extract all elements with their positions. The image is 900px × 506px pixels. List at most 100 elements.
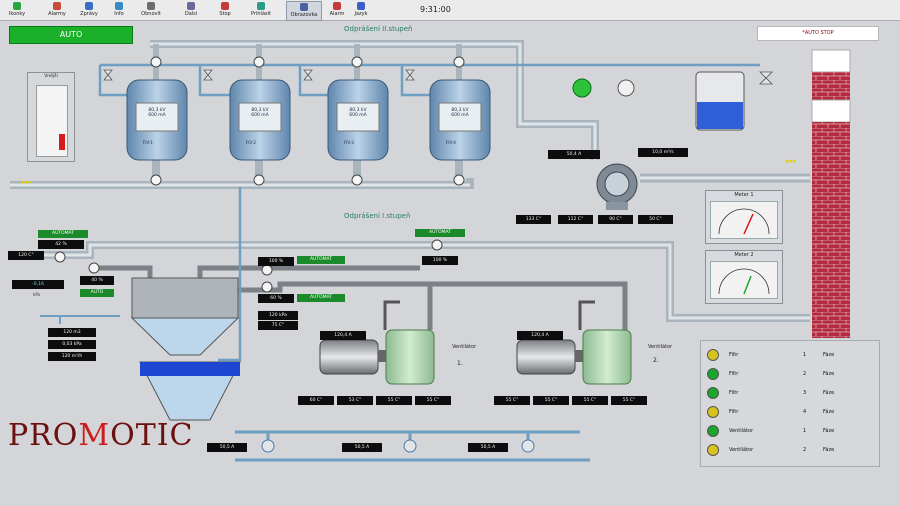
left-kpa-unit: kPa [33,292,40,297]
m2-temp-4: 55 C° [611,396,647,405]
valve-icon[interactable] [150,56,162,68]
motor-1[interactable] [319,339,386,375]
automat-2[interactable]: AUTOMAT [415,229,465,237]
toolbar-button-9[interactable]: Alarm [322,1,352,19]
next-icon [187,2,195,10]
toolbar-button-7[interactable]: Prihlásit [246,1,276,19]
automat-3[interactable]: AUTOMAT [297,256,345,264]
pct-readout-e: 60 % [258,294,294,303]
toolbar-button-4[interactable]: Obnovit [136,1,166,19]
pct-readout-c: 100 % [422,256,458,265]
butterfly-valve-icon[interactable] [103,69,113,81]
left-kpa-readout: -0,16 [12,280,64,289]
toolbar-button-6[interactable]: Stop [210,1,240,19]
meter-2-face [710,261,778,299]
bottom-current-2: 50,5 A [342,443,382,452]
mid-temp-readout: 75 C° [258,321,298,330]
toolbar-button-5[interactable]: Dalsi [176,1,206,19]
valve-icon[interactable] [150,174,162,186]
valve-icon[interactable] [351,56,363,68]
status-display: *AUTO STOP [757,26,879,41]
ventilator-1-number: 1. [457,360,463,367]
compressor-icon[interactable] [572,78,592,98]
chimney [811,49,851,338]
valve-icon[interactable] [431,239,443,251]
separator-2 [139,361,241,421]
valve-icon[interactable] [453,174,465,186]
flag-icon [357,2,365,10]
valve-icon[interactable] [261,281,273,293]
ventilator-2[interactable] [582,329,632,385]
tank-4-code: FIV-4 [446,140,456,145]
pct-readout-d: 100 % [258,257,294,266]
pipe-collector [10,160,474,189]
auto-mode-indicator[interactable]: AUTO [9,26,133,44]
outlet-arrow-icon: ▸▸▸ [786,157,797,165]
meter-2: Meter 2 [705,250,783,304]
thermometer: Vnější [27,72,75,162]
toolbar-button-0[interactable]: Ikonky [2,1,32,19]
status-lamp-icon [707,444,719,456]
valve-auto-button[interactable]: AUTO [80,289,114,297]
pump-icon[interactable] [617,79,635,97]
meter-2-dial [718,268,770,295]
pump-icon[interactable] [261,439,275,453]
inflow-readout-2: 0,03 kPa [48,340,96,349]
automat-1[interactable]: AUTOMAT [38,230,88,238]
info-icon [115,2,123,10]
main-fan[interactable] [596,163,638,210]
tank-1 [126,79,188,161]
tank-1-code: FIV-1 [143,140,153,145]
thermometer-label: Vnější [44,74,58,79]
butterfly-valve-icon[interactable] [203,69,213,81]
valve-icon[interactable] [261,264,273,276]
inflow-readout-1: 120 m3 [48,328,96,337]
status-lamp-icon [707,368,719,380]
toolbar-button-2[interactable]: Zprávy [74,1,104,19]
valve-icon[interactable] [453,56,465,68]
separator-1 [130,277,240,356]
bottom-current-3: 50,5 A [468,443,508,452]
bottom-current-1: 50,5 A [207,443,247,452]
motor-1-current: 120,4 A [320,331,366,340]
stage1-title: Odprášení I.stupeň [344,212,411,220]
temp-readout-3: 90 C° [598,215,633,224]
toolbar-button-3[interactable]: Info [104,1,134,19]
tank-3-code: FIV-3 [344,140,354,145]
valve-icon[interactable] [351,174,363,186]
pump-icon[interactable] [403,439,417,453]
butterfly-valve-icon[interactable] [759,71,773,85]
motor-2[interactable] [516,339,583,375]
toolbar-button-1[interactable]: Alarmy [42,1,72,19]
meter-2-title: Meter 2 [734,252,754,258]
valve-icon[interactable] [88,262,100,274]
automat-4[interactable]: AUTOMAT [297,294,345,302]
pipe-bottom [235,430,590,462]
storage-tank [695,71,745,131]
meter-1: Meter 1 [705,190,783,244]
toolbar-button-8[interactable]: Obrazovka [286,1,322,21]
toolbar-button-10[interactable]: Jazyk [346,1,376,19]
clock: 9:31:00 [420,5,451,14]
stop-icon [221,2,229,10]
valve-icon[interactable] [253,56,265,68]
mid-pressure-readout: 120 kPa [258,311,298,320]
ventilator-1[interactable] [385,329,435,385]
motor-2-current: 120,4 A [517,331,563,340]
status-lamp-icon [707,425,719,437]
pump-icon[interactable] [521,439,535,453]
valve-icon[interactable] [253,174,265,186]
butterfly-valve-icon[interactable] [405,69,415,81]
valve-icon[interactable] [54,251,66,263]
shield-icon [13,2,21,10]
status-lamp-icon [707,406,719,418]
butterfly-valve-icon[interactable] [303,69,313,81]
